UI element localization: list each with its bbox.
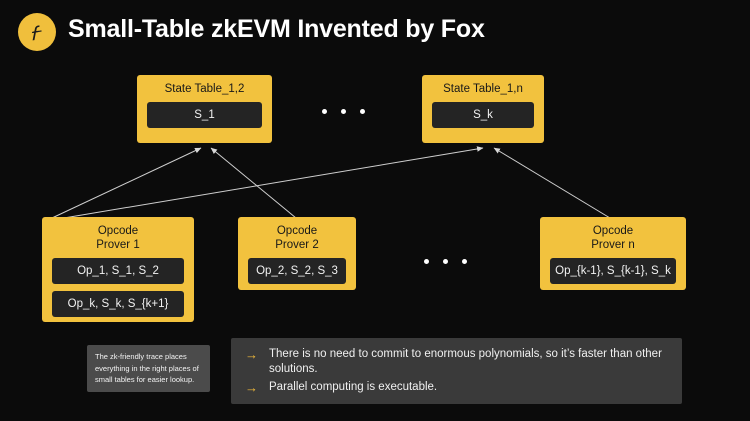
opcode-prover-card-1[interactable]: Opcode Prover 1 Op_1, S_1, S_2 Op_k, S_k…: [42, 217, 194, 322]
bullet-item: → There is no need to commit to enormous…: [239, 347, 670, 377]
note-text: The zk-friendly trace places everything …: [95, 352, 199, 384]
opcode-prover-row: Op_1, S_1, S_2: [52, 258, 184, 284]
ellipsis-dot: [322, 109, 327, 114]
opcode-prover-title: Opcode Prover 1: [96, 225, 140, 251]
opcode-prover-title: Opcode Prover n: [591, 225, 635, 251]
page-title: Small-Table zkEVM Invented by Fox: [68, 15, 485, 43]
opcode-prover-row: Op_2, S_2, S_3: [248, 258, 346, 284]
bullet-text: There is no need to commit to enormous p…: [269, 348, 662, 375]
tables-ellipsis: [322, 109, 365, 114]
ellipsis-dot: [424, 259, 429, 264]
arrow-right-icon: →: [245, 380, 258, 395]
state-table-title: State Table_1,n: [443, 83, 523, 95]
bullet-text: Parallel computing is executable.: [269, 381, 438, 393]
bullet-item: → Parallel computing is executable.: [239, 380, 670, 395]
ellipsis-dot: [443, 259, 448, 264]
opcode-prover-row: Op_{k-1}, S_{k-1}, S_k: [550, 258, 676, 284]
state-table-card-2[interactable]: State Table_1,n S_k: [422, 75, 544, 143]
ellipsis-dot: [360, 109, 365, 114]
note-panel: The zk-friendly trace places everything …: [87, 345, 210, 392]
filecoin-logo-icon: [18, 13, 56, 51]
opcode-prover-card-n[interactable]: Opcode Prover n Op_{k-1}, S_{k-1}, S_k: [540, 217, 686, 290]
state-table-row: S_1: [147, 102, 262, 128]
state-table-row: S_k: [432, 102, 534, 128]
state-table-card-1[interactable]: State Table_1,2 S_1: [137, 75, 272, 143]
opcode-prover-title: Opcode Prover 2: [275, 225, 319, 251]
state-table-title: State Table_1,2: [164, 83, 245, 95]
ellipsis-dot: [341, 109, 346, 114]
ellipsis-dot: [462, 259, 467, 264]
provers-ellipsis: [424, 259, 467, 264]
arrow-right-icon: →: [245, 347, 258, 362]
opcode-prover-row: Op_k, S_k, S_{k+1}: [52, 291, 184, 317]
bullets-panel: → There is no need to commit to enormous…: [231, 338, 682, 404]
opcode-prover-card-2[interactable]: Opcode Prover 2 Op_2, S_2, S_3: [238, 217, 356, 290]
